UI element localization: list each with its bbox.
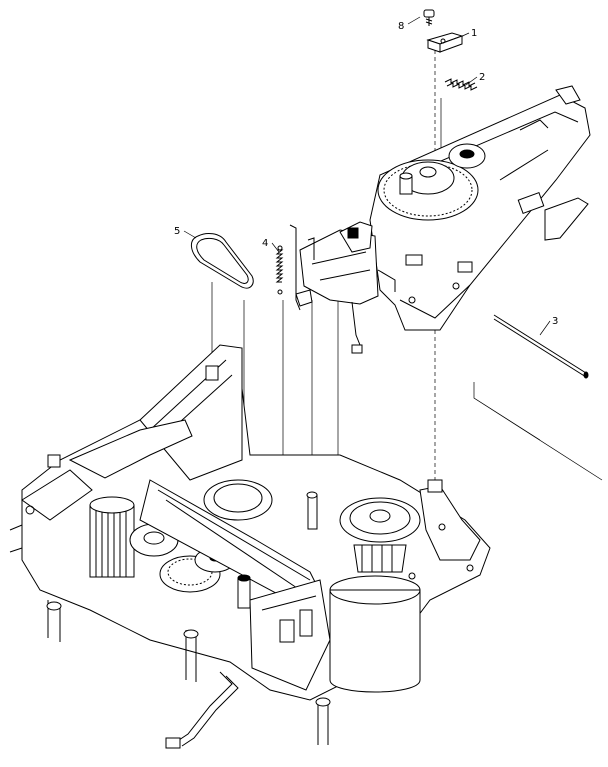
- callout-4: 4: [262, 238, 268, 249]
- belt-part-5: [191, 233, 254, 289]
- middle-lever-assembly: [289, 221, 396, 354]
- callout-2: 2: [479, 72, 485, 83]
- shaft-part-3: [493, 314, 589, 379]
- bracket-part-1: [426, 32, 464, 53]
- spring-part-4: [275, 245, 284, 295]
- callout-5: 5: [174, 226, 180, 237]
- callout-1: 1: [471, 28, 477, 39]
- upper-mechanism-plate: [369, 85, 591, 331]
- callout-8: 8: [398, 21, 404, 32]
- shaft-projection-box: [473, 382, 603, 481]
- spring-part-2: [444, 78, 478, 91]
- screw-part-8: [423, 9, 435, 26]
- leader-lines: [183, 16, 551, 336]
- main-chassis: [9, 344, 491, 749]
- callout-3: 3: [552, 316, 558, 327]
- upper-gear-train: [377, 143, 486, 221]
